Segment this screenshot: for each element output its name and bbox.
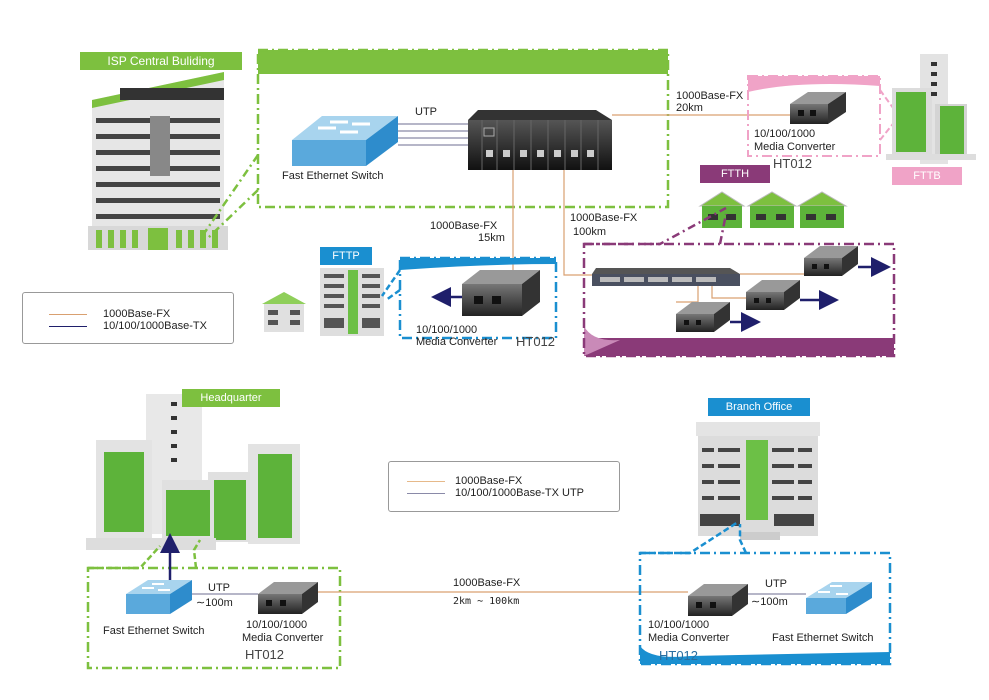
fttb-link-speed: 1000Base-FX [676, 90, 744, 102]
headquarter-switch-icon [126, 580, 192, 614]
ftth-converter-1-icon [804, 246, 858, 276]
headquarter-utp-distance: ∼100m [196, 597, 233, 609]
ftth-tag: FTTH [700, 165, 770, 183]
isp-central-building-tag: ISP Central Buliding [80, 52, 242, 70]
ftth-converter-3-icon [676, 302, 730, 332]
fttp-model: HT012 [516, 334, 556, 349]
branch-converter-label-2: Media Converter [648, 632, 730, 644]
fttp-building-icon [320, 268, 384, 336]
fttb-converter-label-1: 10/100/1000 [754, 128, 816, 140]
isp-building-icon [88, 72, 228, 250]
isp-switch-label: Fast Ethernet Switch [282, 170, 384, 182]
isp-frame [203, 48, 670, 239]
isp-utp-label: UTP [415, 106, 437, 118]
ftth-switch-icon [592, 268, 740, 286]
legend-bottom-fiber-line [407, 481, 445, 482]
headquarter-model: HT012 [245, 647, 285, 662]
legend-top-item-utp: 10/100/1000Base-TX [103, 320, 207, 332]
branch-switch-label: Fast Ethernet Switch [772, 632, 874, 644]
fttb-model: HT012 [773, 156, 813, 171]
ftth-houses-icon [698, 191, 848, 228]
fttb-media-converter-icon [790, 92, 846, 124]
headquarter-utp-label: UTP [208, 582, 230, 594]
fttb-tag: FTTB [892, 167, 962, 185]
fttp-tag: FTTP [320, 247, 372, 265]
headquarter-tag: Headquarter [182, 389, 280, 407]
branch-office-tag: Branch Office [708, 398, 810, 416]
branch-utp-label: UTP [765, 578, 787, 590]
fttp-converter-label-2: Media Converter [416, 336, 498, 348]
fttp-house-icon [262, 292, 306, 332]
ftth-frame [582, 206, 896, 358]
fttb-converter-label-2: Media Converter [754, 141, 836, 153]
branch-office-building-icon [696, 422, 820, 540]
legend-top: 1000Base-FX 10/100/1000Base-TX [22, 292, 234, 344]
legend-bottom-utp-line [407, 493, 445, 494]
legend-top-item-fiber: 1000Base-FX [103, 308, 171, 320]
branch-office-frame [638, 520, 892, 666]
headquarter-frame [86, 539, 342, 670]
headquarter-converter-label-1: 10/100/1000 [246, 619, 308, 631]
ftth-link-distance: 100km [573, 226, 607, 238]
fttb-link-distance: 20km [676, 102, 703, 114]
branch-converter-label-1: 10/100/1000 [648, 619, 710, 631]
branch-switch-icon [806, 582, 872, 614]
fttb-building-icon [886, 54, 976, 164]
ftth-link-speed: 1000Base-FX [570, 212, 638, 224]
legend-fiber-line [49, 314, 87, 315]
branch-model: HT012 [659, 648, 699, 663]
headquarter-media-converter-icon [258, 582, 318, 614]
wan-link-speed: 1000Base-FX [453, 577, 521, 589]
ftth-converter-2-icon [746, 280, 800, 310]
fttp-converter-label-1: 10/100/1000 [416, 324, 478, 336]
legend-utp-line [49, 326, 87, 327]
headquarter-converter-label-2: Media Converter [242, 632, 324, 644]
legend-bottom-item-utp: 10/100/1000Base-TX UTP [455, 487, 585, 499]
fttp-media-converter-icon [462, 270, 540, 316]
fttp-link-speed: 1000Base-FX [430, 220, 498, 232]
branch-media-converter-icon [688, 584, 748, 616]
headquarter-building-icon [86, 394, 300, 550]
wan-link-distance: 2km ∼ 100km [453, 596, 520, 607]
fttp-frame [380, 256, 558, 340]
legend-bottom-item-fiber: 1000Base-FX [455, 475, 523, 487]
legend-bottom: 1000Base-FX 10/100/1000Base-TX UTP [388, 461, 620, 512]
fttp-link-distance: 15km [478, 232, 505, 244]
branch-utp-distance: ∼100m [751, 596, 788, 608]
isp-switch-icon [292, 116, 398, 166]
headquarter-switch-label: Fast Ethernet Switch [103, 625, 205, 637]
media-converter-chassis-icon [468, 110, 612, 170]
